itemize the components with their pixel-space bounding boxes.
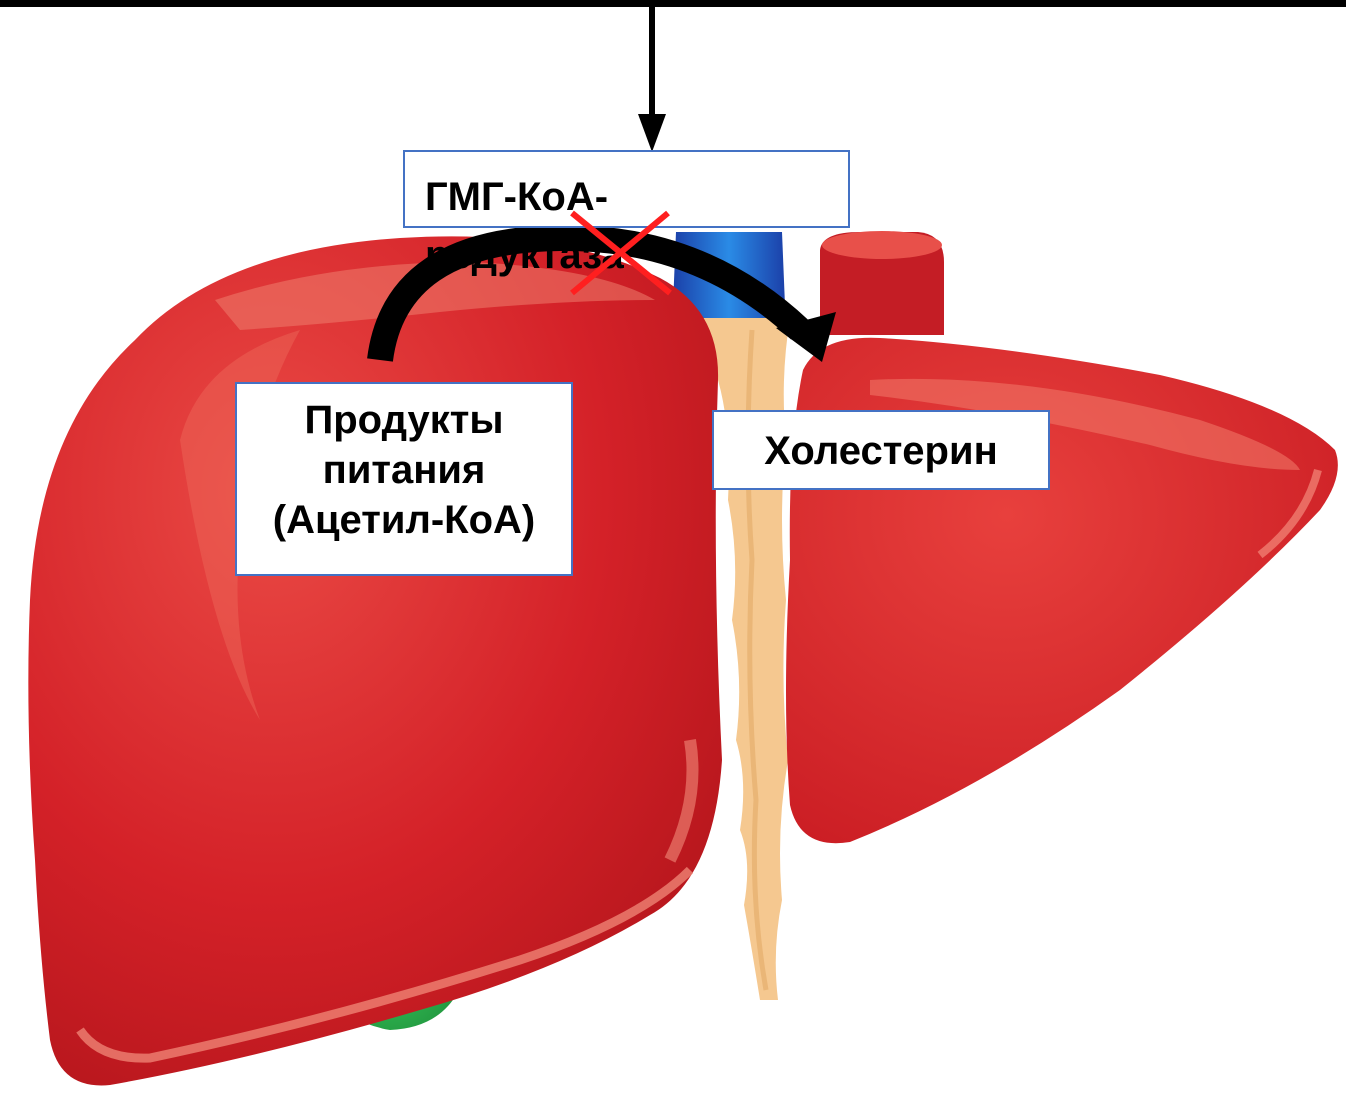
substrate-label: Продукты питания (Ацетил-КоА): [253, 395, 555, 545]
artery-top: [822, 231, 942, 259]
product-label: Холестерин: [714, 428, 1048, 474]
regulation-arrowhead: [638, 114, 666, 152]
left-lobe: [28, 236, 722, 1085]
inhibition-cross-icon: [560, 205, 680, 305]
top-border: [0, 0, 1346, 7]
